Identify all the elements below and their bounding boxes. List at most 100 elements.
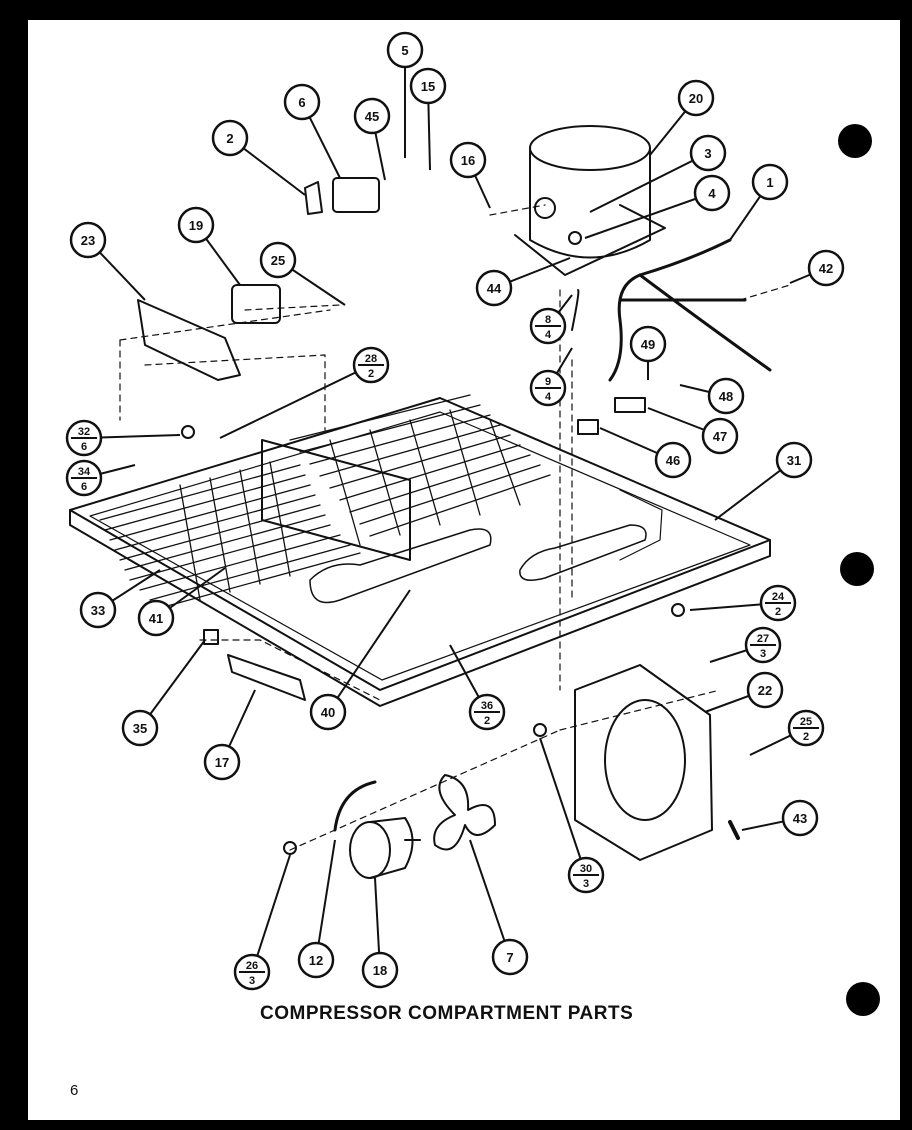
leader-line xyxy=(584,192,713,239)
callout-bubble xyxy=(654,441,692,479)
callout-25: 25 xyxy=(259,241,346,306)
fan-shroud xyxy=(574,664,713,861)
callout-5: 5 xyxy=(386,31,424,158)
callout-bubble xyxy=(689,134,727,172)
callout-9-4: 94 xyxy=(529,347,573,407)
callout-bottom: 2 xyxy=(803,731,809,743)
callout-top: 32 xyxy=(78,426,90,438)
callout-number: 18 xyxy=(373,963,387,978)
callout-number: 15 xyxy=(421,79,435,94)
callout-top: 26 xyxy=(246,960,258,972)
fan-motor xyxy=(349,817,421,879)
callout-20: 20 xyxy=(649,79,715,156)
callout-bubble xyxy=(475,269,513,307)
screw xyxy=(671,603,685,617)
callout-28-2: 282 xyxy=(219,346,390,439)
overload-protector xyxy=(332,177,380,213)
callout-16: 16 xyxy=(449,141,491,209)
callout-15: 15 xyxy=(409,67,447,171)
callout-top: 27 xyxy=(757,633,769,645)
callout-bubble xyxy=(409,67,447,105)
grommet xyxy=(181,425,195,439)
callout-bubble xyxy=(137,599,175,637)
binder-hole xyxy=(846,982,880,1016)
callout-46: 46 xyxy=(599,427,692,479)
wiring-harness xyxy=(608,238,772,382)
callout-number: 3 xyxy=(704,146,711,161)
callout-49: 49 xyxy=(629,325,667,380)
callout-18: 18 xyxy=(361,877,399,989)
callout-2: 2 xyxy=(211,119,306,196)
callout-number: 22 xyxy=(758,683,772,698)
mounting-bracket xyxy=(137,299,241,381)
callout-1: 1 xyxy=(729,163,789,241)
callout-bubble xyxy=(211,119,249,157)
connector xyxy=(577,419,599,435)
callout-number: 2 xyxy=(226,131,233,146)
grommet xyxy=(571,289,580,331)
callout-bubble xyxy=(203,743,241,781)
callout-number: 17 xyxy=(215,755,229,770)
callout-3: 3 xyxy=(589,134,727,213)
callout-bubble xyxy=(693,174,731,212)
callout-number: 12 xyxy=(309,953,323,968)
leader-line xyxy=(589,152,709,213)
callout-bubble xyxy=(79,591,117,629)
callout-30-3: 303 xyxy=(539,737,605,894)
callout-number: 48 xyxy=(719,389,733,404)
callout-bubble xyxy=(361,951,399,989)
callout-layer: 1234567849412151617181920222324225252263… xyxy=(65,31,845,991)
callout-17: 17 xyxy=(203,689,256,781)
assembly-guide-lines xyxy=(119,204,791,851)
screw xyxy=(283,841,297,855)
leader-line xyxy=(469,839,511,958)
binder-hole xyxy=(838,124,872,158)
compressor xyxy=(514,125,666,276)
callout-number: 7 xyxy=(506,950,513,965)
binder-hole xyxy=(840,552,874,586)
callout-48: 48 xyxy=(679,377,745,415)
callout-23: 23 xyxy=(69,221,146,301)
callout-number: 49 xyxy=(641,337,655,352)
callout-bubble xyxy=(69,221,107,259)
callout-bubble xyxy=(297,941,335,979)
callout-number: 46 xyxy=(666,453,680,468)
callout-25-2: 252 xyxy=(749,709,825,756)
callout-bubble xyxy=(746,671,784,709)
callout-40: 40 xyxy=(309,589,411,731)
callout-42: 42 xyxy=(789,249,845,287)
callout-number: 5 xyxy=(401,43,408,58)
callout-number: 35 xyxy=(133,721,147,736)
filter-drier xyxy=(227,654,306,701)
callout-44: 44 xyxy=(475,257,571,307)
callout-32-6: 326 xyxy=(65,419,181,457)
callout-bottom: 3 xyxy=(760,648,766,660)
callout-bubble xyxy=(707,377,745,415)
callout-number: 47 xyxy=(713,429,727,444)
callout-bubble xyxy=(259,241,297,279)
callout-bubble xyxy=(386,31,424,69)
callout-bubble xyxy=(807,249,845,287)
callout-number: 19 xyxy=(189,218,203,233)
callout-number: 40 xyxy=(321,705,335,720)
callout-number: 43 xyxy=(793,811,807,826)
callout-bottom: 3 xyxy=(583,878,589,890)
callout-bottom: 2 xyxy=(368,368,374,380)
callout-number: 31 xyxy=(787,453,801,468)
clamp xyxy=(203,629,219,645)
callout-top: 34 xyxy=(78,466,91,478)
callout-bubble xyxy=(177,206,215,244)
callout-top: 36 xyxy=(481,700,493,712)
callout-47: 47 xyxy=(647,407,739,455)
callout-number: 42 xyxy=(819,261,833,276)
callout-bottom: 3 xyxy=(249,975,255,987)
page-number: 6 xyxy=(70,1082,79,1099)
callout-bubble xyxy=(353,97,391,135)
callout-35: 35 xyxy=(121,639,206,747)
screw xyxy=(728,820,740,840)
callout-bubble xyxy=(491,938,529,976)
clip xyxy=(304,181,323,215)
diagram-caption: COMPRESSOR COMPARTMENT PARTS xyxy=(260,1003,634,1024)
